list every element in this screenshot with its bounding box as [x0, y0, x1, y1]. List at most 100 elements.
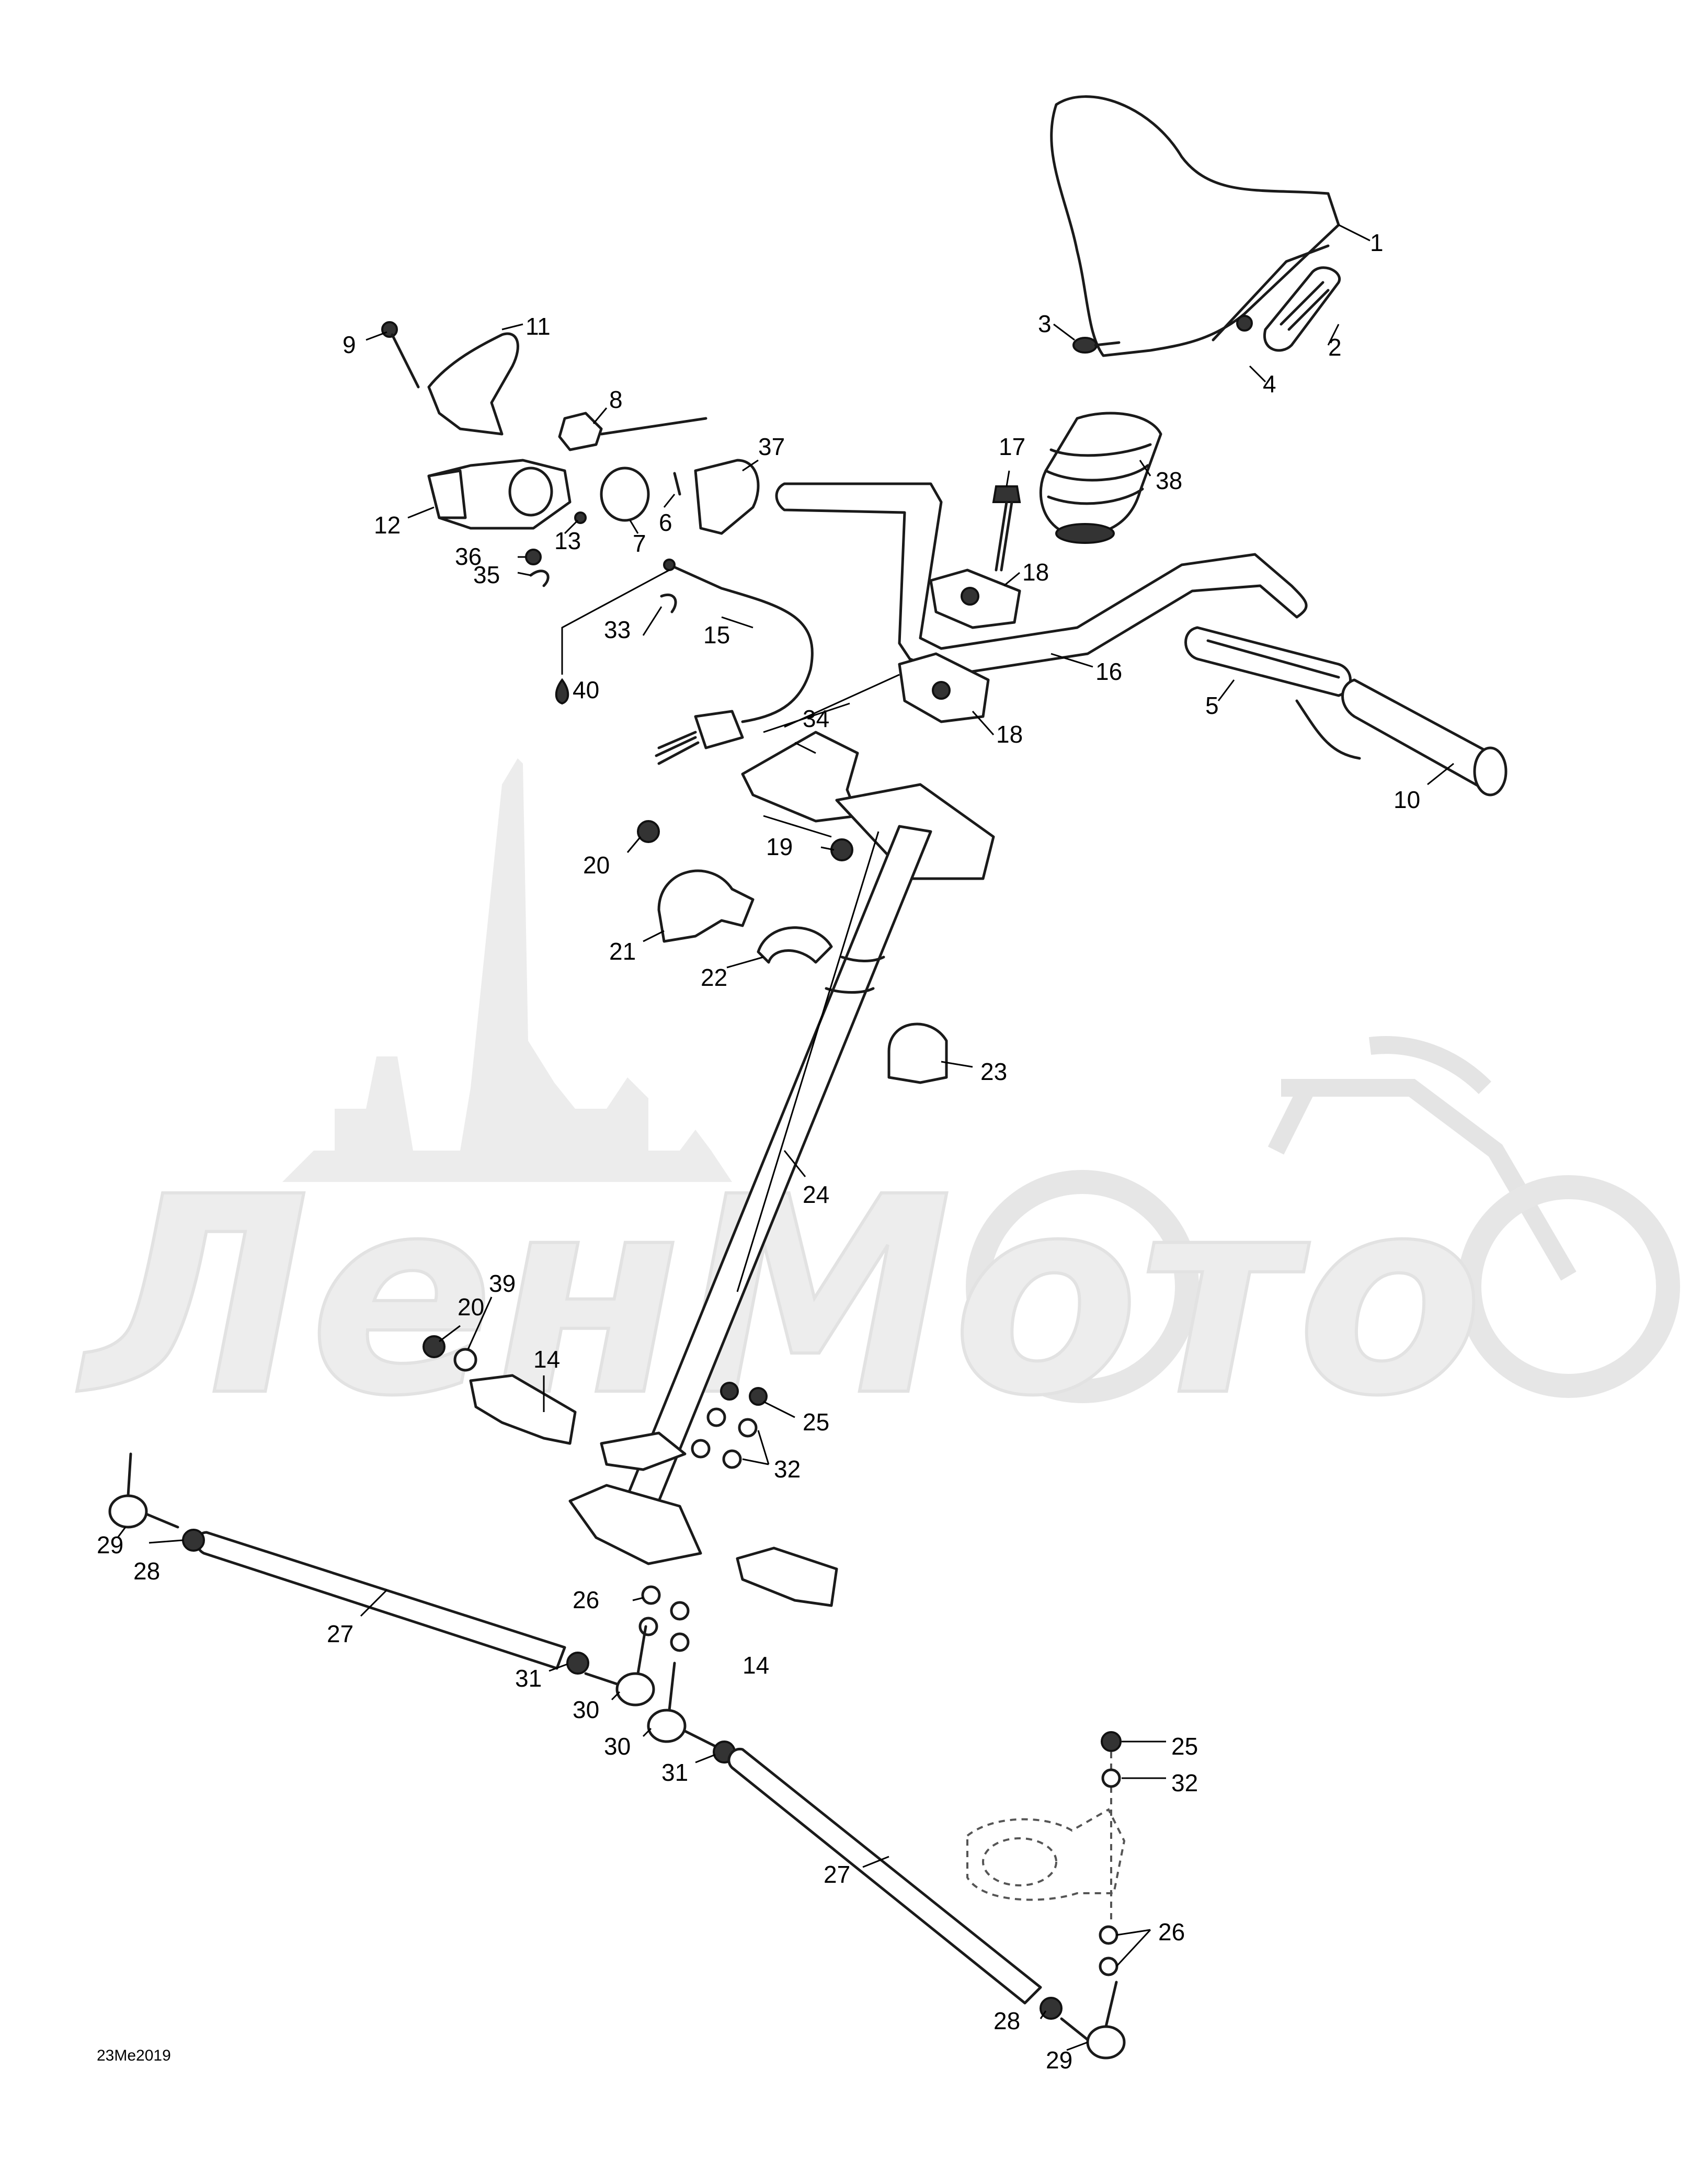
- part-nut-20-top: [637, 820, 660, 843]
- callout-27-left: 27: [327, 1620, 353, 1647]
- callout-32-lower: 32: [1171, 1769, 1198, 1796]
- watermark-motorcycle: [1268, 1036, 1577, 1281]
- callout-36: 36: [455, 543, 482, 570]
- callout-35: 35: [473, 561, 500, 588]
- callout-28-left: 28: [133, 1557, 160, 1585]
- callout-19: 19: [766, 833, 793, 860]
- part-grip: [1341, 678, 1508, 797]
- part-nut-28-left: [182, 1529, 205, 1552]
- part-bracket-14-right: [736, 1546, 838, 1607]
- callout-27-right: 27: [824, 1861, 850, 1888]
- callout-13: 13: [554, 527, 581, 554]
- leader-lines: [117, 224, 1454, 2051]
- callout-6: 6: [659, 509, 672, 536]
- part-column-plate-bottom: [568, 1431, 702, 1565]
- callout-15: 15: [703, 621, 730, 649]
- watermark: ЛенМото: [74, 758, 1680, 1457]
- callout-37: 37: [758, 433, 785, 460]
- callout-25-upper: 25: [803, 1408, 829, 1436]
- callout-39: 39: [489, 1270, 516, 1297]
- callout-10: 10: [1394, 786, 1420, 813]
- watermark-wheel-front: [966, 1170, 1199, 1403]
- callout-23: 23: [980, 1058, 1007, 1085]
- callout-29-right: 29: [1046, 2046, 1072, 2074]
- callout-29-left: 29: [97, 1531, 123, 1559]
- part-clip-35: [529, 570, 550, 587]
- part-drop-40: [555, 678, 569, 705]
- callout-24: 24: [803, 1181, 829, 1208]
- part-throttle-lever: [427, 332, 519, 436]
- part-handlebar: [775, 482, 1308, 676]
- part-heater-element: [1184, 626, 1361, 760]
- callout-31-right: 31: [661, 1759, 688, 1786]
- part-washer-32-right: [1101, 1768, 1121, 1788]
- callout-20-upper: 20: [583, 851, 610, 879]
- part-bushing-22: [757, 926, 833, 964]
- part-hand-guard-pad: [1263, 266, 1341, 352]
- part-nut-36: [525, 549, 542, 565]
- part-bushing-23: [887, 1022, 948, 1084]
- callout-28-right: 28: [994, 2007, 1020, 2034]
- part-pin-6: [673, 472, 681, 496]
- part-screw-3: [1072, 337, 1121, 354]
- watermark-wheel-rear: [1457, 1175, 1680, 1398]
- part-cover-37: [694, 459, 760, 535]
- callout-7: 7: [633, 530, 646, 557]
- callout-14-lower: 14: [743, 1652, 769, 1679]
- part-nut-4: [1236, 315, 1253, 332]
- watermark-skyline: [282, 758, 732, 1182]
- part-wire-harness: [655, 559, 814, 765]
- part-switch-housing: [427, 459, 572, 530]
- part-nut-19: [830, 838, 853, 861]
- part-tie-rod-right: [727, 1747, 1042, 2005]
- callout-1: 1: [1370, 229, 1384, 256]
- part-switch-8: [558, 412, 707, 451]
- part-tie-rod-end-29-left: [108, 1452, 179, 1529]
- callout-30-upper: 30: [573, 1696, 599, 1723]
- part-windshield: [1050, 95, 1340, 357]
- callout-8: 8: [609, 386, 623, 413]
- part-washer-26-right: [1099, 1925, 1118, 1976]
- callout-12: 12: [374, 511, 401, 539]
- callout-21: 21: [609, 938, 636, 965]
- part-nut-28-right: [1040, 1997, 1063, 2020]
- part-nut-25-cluster: [720, 1382, 768, 1406]
- callout-18-lower: 18: [996, 721, 1023, 748]
- part-screw-9: [381, 321, 420, 389]
- part-tie-rod-end-30-b: [647, 1662, 718, 1748]
- part-bracket-14-left: [469, 1374, 577, 1445]
- callout-9: 9: [342, 331, 356, 358]
- part-spindle-arm-dashed: [966, 1752, 1126, 1925]
- part-nut-25-right: [1101, 1731, 1122, 1752]
- part-bolt-17: [992, 485, 1021, 572]
- callout-2: 2: [1328, 334, 1342, 361]
- callout-14-upper: 14: [533, 1346, 560, 1373]
- part-washer-32-cluster: [691, 1407, 758, 1469]
- part-tie-rod-end-30-a: [584, 1625, 655, 1707]
- part-clamp-21: [657, 869, 755, 943]
- part-clip-33: [660, 593, 677, 613]
- part-washer-26-cluster: [638, 1585, 690, 1652]
- callout-4: 4: [1263, 370, 1276, 397]
- part-rubber-boot: [1039, 412, 1162, 544]
- callout-5: 5: [1205, 692, 1219, 719]
- callout-20-lower: 20: [458, 1293, 484, 1321]
- callout-labels: 1 2 3 4 5 6 7 8 9 10 11 12 13 14 14 15 1…: [97, 229, 1420, 2074]
- part-tie-rod-left: [196, 1531, 566, 1670]
- callout-30-lower: 30: [604, 1733, 631, 1760]
- callout-34: 34: [803, 705, 829, 732]
- part-cap-7: [600, 467, 650, 522]
- part-washer-39: [453, 1348, 477, 1372]
- callout-17: 17: [999, 433, 1025, 460]
- callout-32-upper: 32: [774, 1455, 801, 1483]
- callout-40: 40: [573, 676, 599, 703]
- callout-26-lower: 26: [1158, 1918, 1185, 1946]
- part-nut-31-left: [566, 1652, 589, 1675]
- part-clamp-lower: [898, 652, 990, 723]
- diagram-code: 23Me2019: [97, 2047, 171, 2064]
- callout-11: 11: [526, 313, 551, 340]
- callout-33: 33: [604, 616, 631, 643]
- part-clamp-upper: [929, 568, 1021, 629]
- callout-25-lower: 25: [1171, 1733, 1198, 1760]
